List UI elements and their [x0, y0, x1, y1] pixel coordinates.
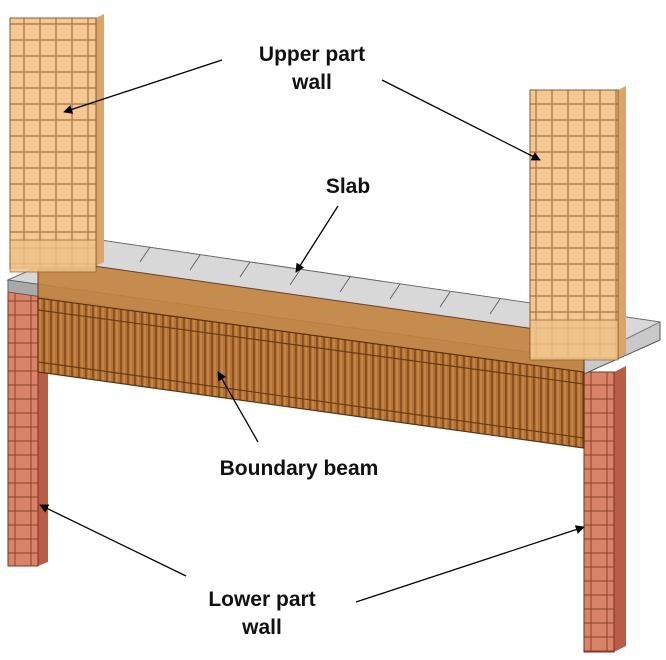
upper-wall-label-line1: Upper part: [259, 43, 365, 66]
leader-upper-wall-right: [381, 79, 541, 161]
slab-label: Slab: [326, 175, 370, 198]
upper-wall-right: [529, 86, 626, 361]
lower-wall-right: [583, 366, 626, 653]
leader-upper-wall-left: [63, 59, 223, 114]
lower-wall-left: [7, 286, 48, 567]
leader-boundary-beam: [217, 371, 259, 443]
upper-wall-left: [9, 14, 104, 273]
boundary-beam: [37, 257, 585, 449]
leader-lines: [39, 59, 585, 603]
lower-wall-label-line2: wall: [241, 616, 282, 639]
upper-wall-label-line2: wall: [291, 71, 332, 94]
leader-lower-wall-left: [39, 504, 187, 577]
boundary-beam-label: Boundary beam: [220, 457, 379, 480]
leader-lower-wall-right: [355, 525, 585, 603]
lower-wall-label-line1: Lower part: [208, 588, 315, 611]
leader-slab: [295, 205, 339, 273]
